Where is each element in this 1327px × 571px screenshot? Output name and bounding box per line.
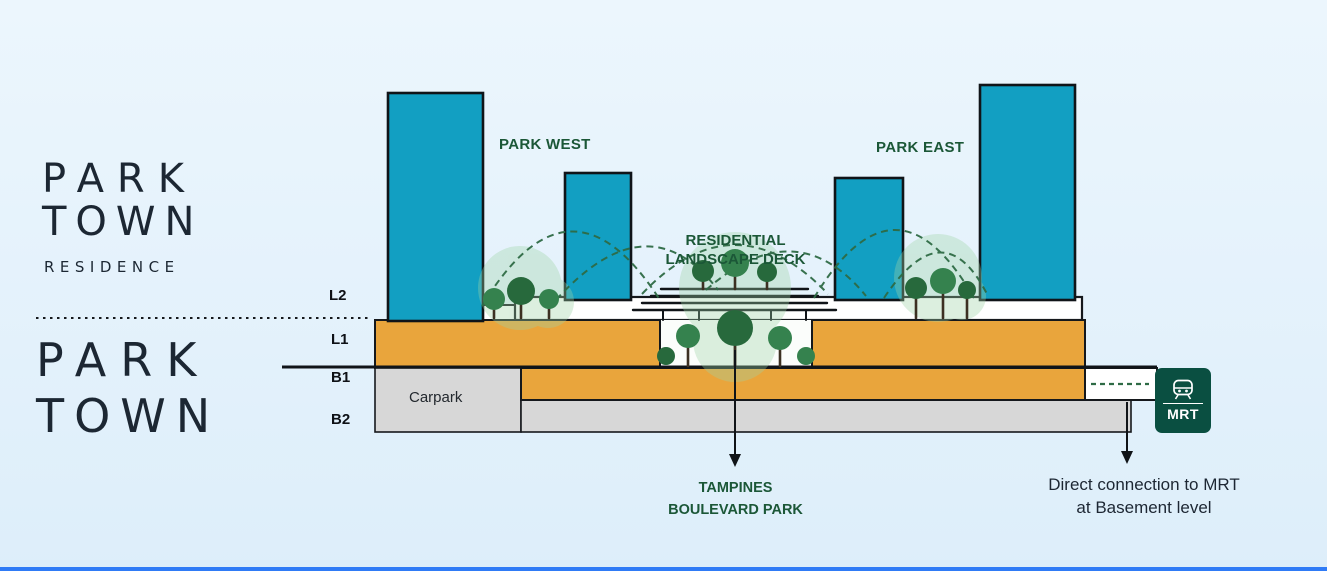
tree-icon (507, 277, 535, 305)
residential-landscape-deck-label: RESIDENTIAL LANDSCAPE DECK (638, 231, 833, 269)
tree-icon (930, 268, 956, 294)
tree-icon (692, 260, 714, 282)
l1-orange-band-right (811, 319, 1086, 369)
level-label-b1: B1 (331, 369, 351, 386)
tampines-boulevard-park-label: TAMPINES BOULEVARD PARK (643, 477, 828, 521)
logo-park-line: PARK (42, 156, 197, 202)
bush-icon (657, 347, 675, 365)
level-label-l2: L2 (329, 287, 347, 304)
deck-label-line1: RESIDENTIAL (685, 232, 786, 249)
annotation-arrows (729, 350, 1133, 467)
mrt-connection-label: Direct connection to MRT at Basement lev… (1016, 473, 1272, 519)
logo-park-line-2: PARK (36, 333, 211, 387)
tower-park-east-short (833, 176, 905, 302)
mrt-connection-line2: at Basement level (1076, 498, 1212, 517)
tree-icon (721, 249, 749, 277)
tower-park-west-tall (386, 91, 485, 323)
tower-park-east-tall (978, 83, 1077, 302)
b1-orange-band (520, 367, 1086, 401)
mrt-badge: MRT (1155, 368, 1211, 433)
deck-label-line2: LANDSCAPE DECK (665, 251, 806, 268)
logo-town-line-2: TOWN (36, 389, 221, 443)
park-west-label: PARK WEST (499, 136, 591, 153)
tree-icon (768, 326, 792, 350)
bush-icon (797, 347, 815, 365)
logo-town-line: TOWN (42, 199, 204, 245)
tampines-label-line1: TAMPINES (698, 480, 773, 496)
carpark-gray-block (374, 367, 522, 433)
bottom-edge-strip (0, 567, 1327, 571)
tree-icon (958, 281, 976, 299)
logo-residence-line: RESIDENCE (44, 258, 180, 276)
train-icon (1173, 379, 1193, 400)
tree-icon (757, 262, 777, 282)
b2-gray-band (520, 399, 1132, 433)
tree-icon (905, 277, 927, 299)
mrt-badge-label: MRT (1163, 403, 1203, 422)
park-east-label: PARK EAST (876, 139, 965, 156)
tree-icon (717, 310, 753, 346)
towers (386, 83, 1077, 323)
section-bands (374, 295, 1158, 433)
level-label-l1: L1 (331, 331, 349, 348)
carpark-label: Carpark (409, 389, 463, 406)
tree-icon (539, 289, 559, 309)
level-label-b2: B2 (331, 411, 351, 428)
landscape-deck-structure (631, 287, 838, 321)
tampines-label-line2: BOULEVARD PARK (668, 502, 803, 518)
mrt-connection-line1: Direct connection to MRT (1048, 475, 1240, 494)
trees (483, 249, 976, 368)
tree-icon (676, 324, 700, 348)
tree-icon (483, 288, 505, 310)
l1-orange-band-left (374, 319, 661, 369)
